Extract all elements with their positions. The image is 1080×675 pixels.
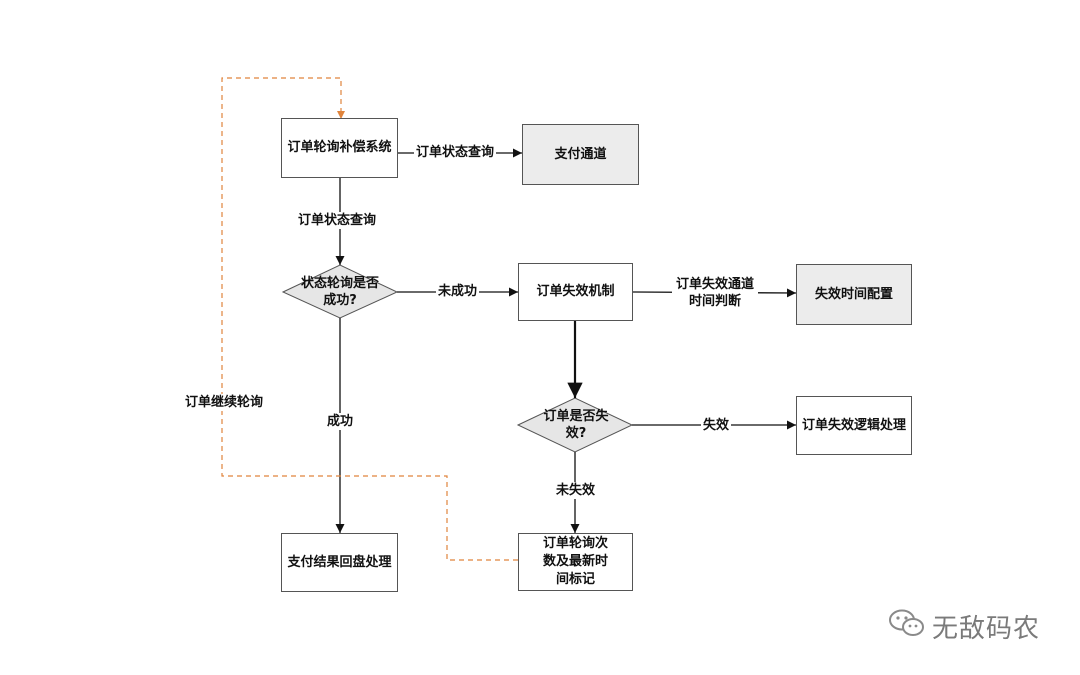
edge-label-status-query-right: 订单状态查询 bbox=[414, 144, 497, 161]
node-payment-result-handling[interactable]: 支付结果回盘处理 bbox=[281, 533, 398, 592]
edge-label-success: 成功 bbox=[325, 413, 356, 430]
edge-label-not-success: 未成功 bbox=[436, 283, 480, 300]
edge-label-expired: 失效 bbox=[701, 417, 732, 434]
watermark-text: 无敌码农 bbox=[932, 614, 1041, 644]
node-expiry-time-config[interactable]: 失效时间配置 bbox=[796, 264, 912, 325]
node-order-polling-system[interactable]: 订单轮询补偿系统 bbox=[281, 118, 398, 178]
dashed-arrowhead bbox=[337, 111, 345, 119]
node-expiry-logic[interactable]: 订单失效逻辑处理 bbox=[796, 396, 912, 455]
node-payment-channel[interactable]: 支付通道 bbox=[522, 124, 639, 185]
decision-order-expired-label: 订单是否失效? bbox=[543, 409, 609, 441]
decision-poll-success-label: 状态轮询是否成功? bbox=[300, 276, 379, 308]
watermark: 无敌码农 bbox=[888, 608, 1040, 645]
node-order-expiry-mechanism[interactable]: 订单失效机制 bbox=[518, 263, 633, 321]
edge-label-not-expired: 未失效 bbox=[554, 482, 598, 499]
edge-label-expiry-channel-check: 订单失效通道时间判断 bbox=[672, 276, 758, 310]
wechat-icon bbox=[888, 608, 926, 645]
edge-label-continue-polling: 订单继续轮询 bbox=[183, 394, 266, 411]
edge-continue-polling-loop bbox=[221, 77, 518, 561]
node-poll-count-marker[interactable]: 订单轮询次数及最新时间标记 bbox=[518, 533, 633, 591]
edge-label-status-query-down: 订单状态查询 bbox=[296, 212, 379, 229]
